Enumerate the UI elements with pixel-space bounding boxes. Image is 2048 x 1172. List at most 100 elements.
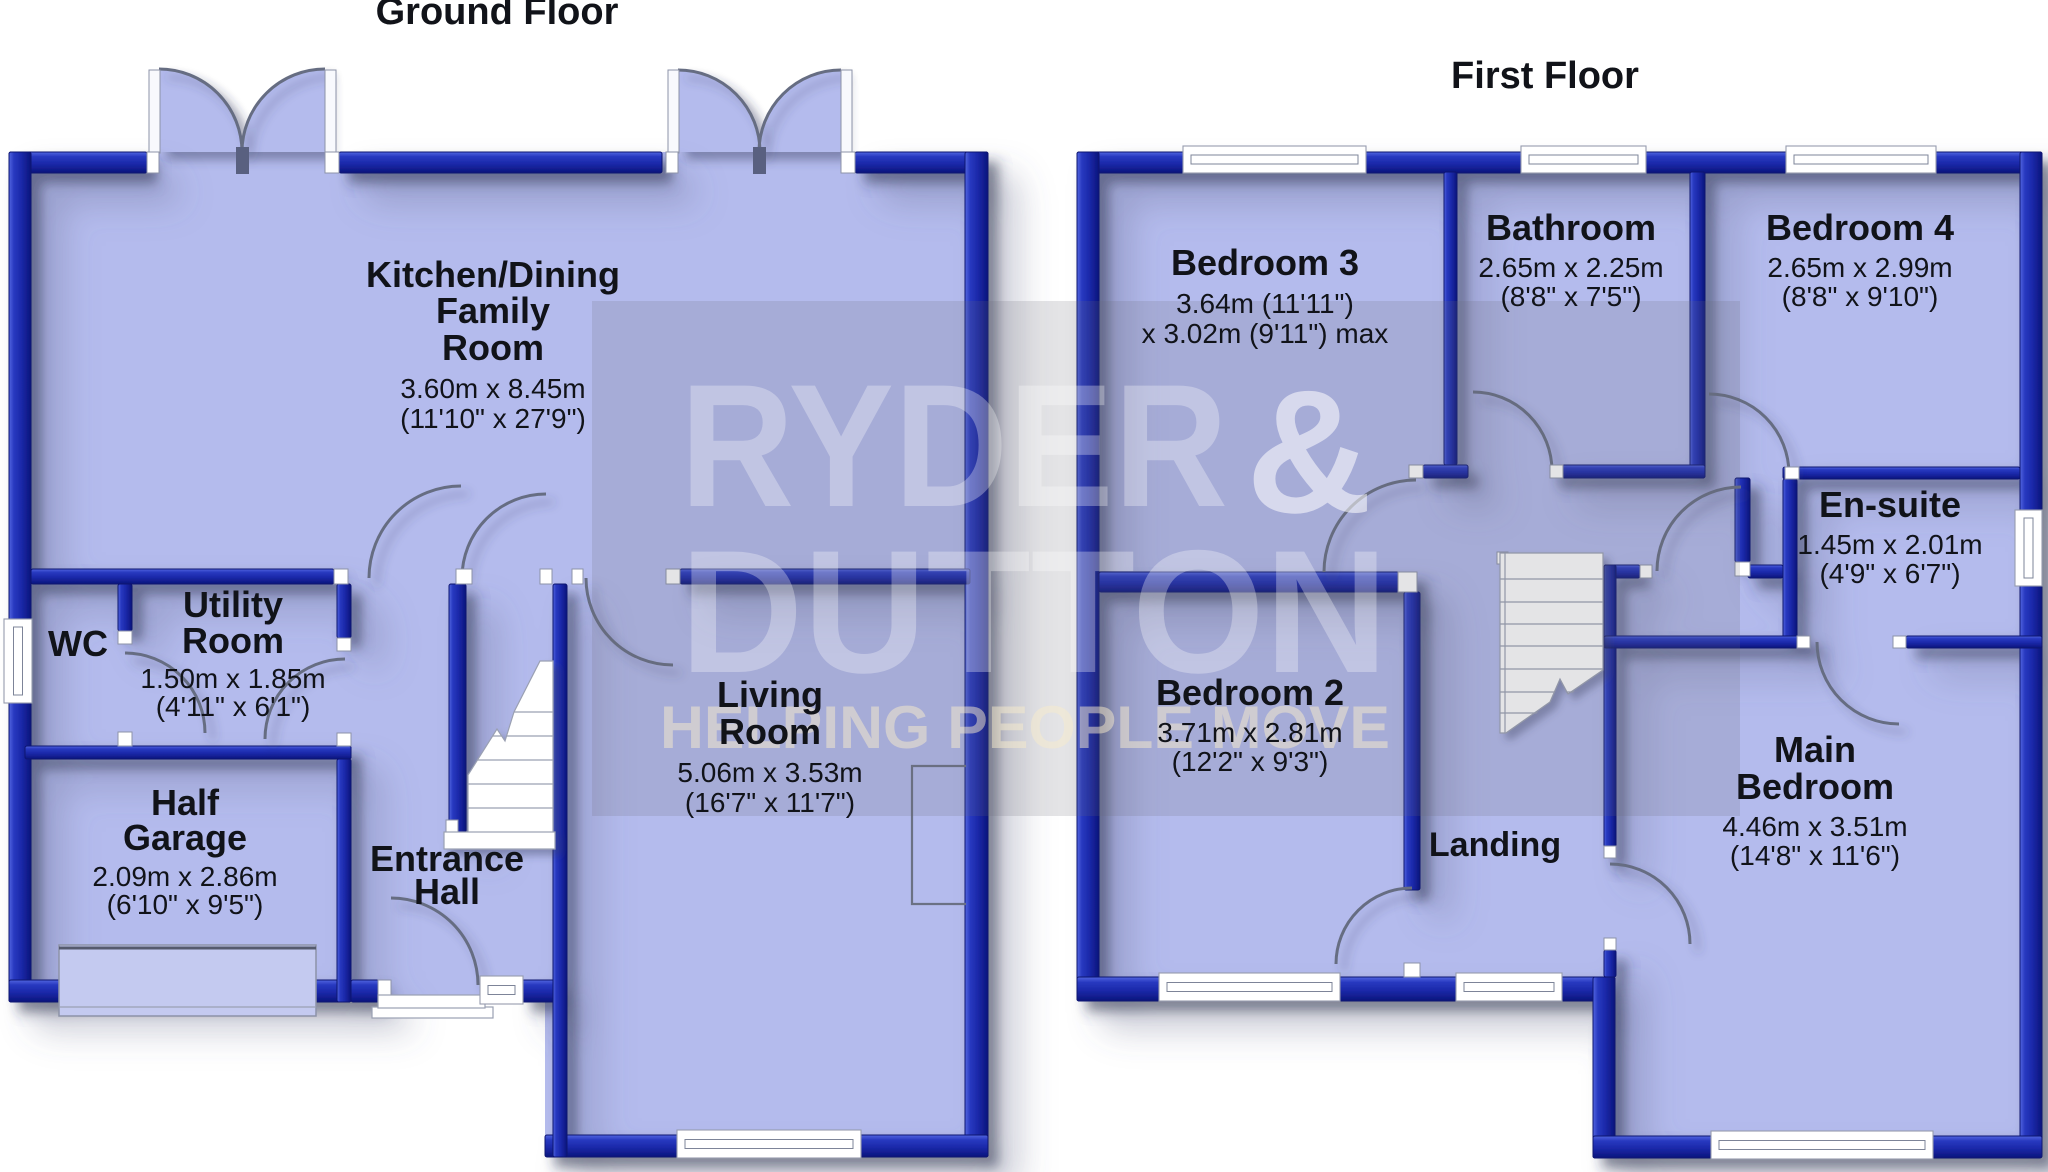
gf-hall-label-1: Entrance (370, 838, 524, 879)
ff-landing-window (1455, 972, 1563, 1002)
ff-bed4-label: Bedroom 4 (1766, 207, 1954, 248)
ff-ensuite-window-glazing (2023, 517, 2034, 579)
gf-wc-door-arc (124, 651, 207, 734)
ff-ensuite-label: En-suite (1819, 484, 1961, 525)
gf-garage-door (58, 944, 317, 1017)
watermark-brand-top: RYDER (680, 349, 1228, 544)
ff-staircase (1499, 552, 1604, 734)
ff-door-arcs (1322, 390, 1900, 965)
ff-bed4-dims-1: 2.65m x 2.99m (1767, 252, 1952, 283)
ff-bathroom-dims-2: (8'8" x 7'5") (1500, 281, 1641, 312)
gf-door-jamb-15 (445, 819, 459, 833)
ff-ensuite-dims-2: (4'9" x 6'7") (1819, 558, 1960, 589)
ff-door-jamb-5 (1734, 561, 1751, 577)
ff-mainbed-window-glazing (1718, 1140, 1926, 1150)
gf-door-jamb-2 (324, 151, 340, 174)
ff-mainbed-door-arc (1609, 862, 1692, 945)
ff-bed3-window (1182, 145, 1367, 174)
gf-living-window-glazing (684, 1139, 854, 1149)
ff-bed2-door-arc (1334, 886, 1413, 965)
gf-kitchen-label-2: Family (436, 290, 550, 331)
gf-door-jamb-5 (333, 568, 349, 585)
ff-bed2-window (1158, 972, 1341, 1002)
gf-french-door-1-right-leaf (242, 69, 325, 152)
gf-top-wall-mid (338, 151, 663, 174)
gf-door-jamb-4 (840, 151, 856, 174)
ff-cupboard-door-arc (1655, 485, 1742, 572)
ff-bathroom-window-glazing (1528, 154, 1639, 165)
ff-door-jamb-8 (1603, 937, 1617, 951)
ff-bathroom-dims-1: 2.65m x 2.25m (1478, 252, 1663, 283)
gf-french-door-2-right-leaf (759, 70, 841, 152)
gf-wc-divider (117, 583, 133, 632)
gf-garage-label-1: Half (151, 782, 220, 823)
gf-door-jamb-8 (571, 568, 584, 585)
ff-bed2-dims-2: (12'2" x 9'3") (1172, 746, 1329, 777)
ff-bathroom-window (1520, 145, 1647, 174)
ff-landing-window-glazing (1463, 982, 1555, 992)
gf-garage-dims-1: 2.09m x 2.86m (92, 861, 277, 892)
ff-mainbed-dims-2: (14'8" x 11'6") (1730, 840, 1900, 871)
ff-ensuite-top-wall (1782, 466, 2021, 480)
first-floor-plan (1076, 145, 2043, 1160)
ff-mainbed-window (1710, 1130, 1934, 1160)
gf-living-left-wall (552, 583, 568, 1158)
gf-kitchen-label-3: Room (442, 327, 544, 368)
gf-garage-top-wall (24, 745, 352, 760)
gf-fireplace (910, 764, 966, 906)
room-labels: Ground Floor Kitchen/Dining Family Room … (48, 0, 1983, 920)
watermark-band (592, 301, 1740, 816)
ff-door-jamb-9 (1796, 635, 1811, 649)
ff-mainbed-left-wall-mid (1603, 949, 1617, 978)
ff-ensuite-door-arc (1815, 641, 1900, 726)
gf-french-door-leaf-2 (324, 69, 337, 154)
gf-utility-door-arc (263, 657, 346, 740)
gf-front-door-arc (390, 896, 480, 986)
gf-french-door-1-left-leaf (159, 69, 242, 152)
ff-bed3-window-glazing (1190, 154, 1359, 165)
gf-left-wall (8, 151, 32, 1003)
gf-kitchen-divider-left (30, 568, 335, 585)
gf-french-door-2-left-leaf-arc (677, 68, 762, 153)
gf-stairs-top-door-arc (460, 492, 547, 579)
ff-door-jamb-6 (1639, 564, 1653, 579)
ff-stair-body (1499, 552, 1604, 734)
ff-ensuite-left-wall (1782, 478, 1798, 649)
gf-kitchen-west-door-arc (367, 484, 462, 579)
gf-door-swings (159, 69, 841, 152)
ff-bed2-window-glazing (1166, 982, 1333, 992)
ff-bed4-dims-2: (8'8" x 9'10") (1782, 281, 1939, 312)
gf-french-door-2-left-leaf (678, 70, 760, 152)
watermark-tagline: HELPING PEOPLE MOVE (660, 694, 1390, 761)
gf-porch-step-1 (377, 994, 486, 1009)
gf-kitchen-dims-1: 3.60m x 8.45m (400, 373, 585, 404)
gf-door-jamb-1 (146, 151, 160, 174)
watermark-brand-bottom: DUTTON (680, 515, 1388, 710)
ff-bed3-dims-1: 3.64m (11'11") (1176, 288, 1354, 319)
gf-door-jamb-3 (665, 151, 679, 174)
ff-door-jamb-2 (1549, 464, 1564, 479)
ff-bed3-door-arc (1322, 478, 1417, 573)
watermark-brand-amp: & (1246, 355, 1372, 550)
ff-bed4-door-arc (1708, 392, 1791, 475)
gf-wc-window (3, 618, 33, 704)
gf-living-room-door-arc (584, 577, 674, 667)
gf-garage-right-wall (336, 758, 352, 1003)
gf-living-label-1: Living (717, 674, 823, 715)
gf-wc-window-glazing (13, 626, 23, 696)
ff-door-jamb-1 (1408, 464, 1424, 479)
ff-right-wall (2019, 151, 2043, 1158)
ff-mainbed-label-2: Bedroom (1736, 766, 1894, 807)
gf-door-jamb-11 (336, 732, 352, 747)
gf-door-jamb-7 (539, 568, 553, 585)
gf-living-dims-1: 5.06m x 3.53m (677, 757, 862, 788)
gf-french-door-1-left-leaf-arc (158, 67, 244, 153)
ff-ensuite-bottom-right (1905, 635, 2043, 649)
gf-living-window (676, 1129, 862, 1159)
gf-french-door-leaf-1 (148, 69, 161, 154)
ff-bed3-dims-2: x 3.02m (9'11") max (1142, 318, 1389, 349)
ff-bed3-label: Bedroom 3 (1171, 242, 1359, 283)
gf-door-arcs (124, 67, 842, 986)
ff-bathroom-label: Bathroom (1486, 207, 1656, 248)
